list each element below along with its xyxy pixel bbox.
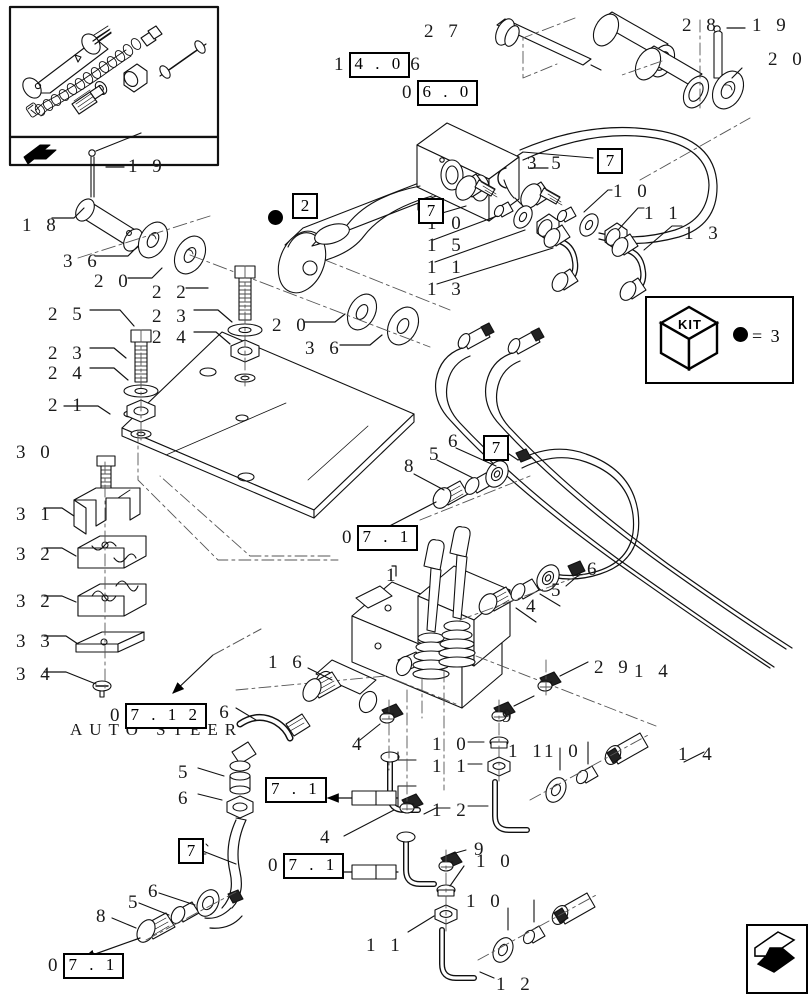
callout-c-10-e: 1 0 [476, 851, 515, 872]
callout-c-8-a: 8 [404, 456, 419, 477]
callout-c-14-b: 1 4 [678, 744, 717, 765]
reference-suffix: 6 [410, 54, 425, 76]
reference-prefix: 0 [110, 705, 125, 727]
callout-c-25: 2 5 [48, 304, 87, 325]
callout-c-5-a: 5 [429, 444, 444, 465]
reference-ref-07-1-b: 7 . 1 [265, 777, 327, 803]
callout-c-4-c: 4 [320, 827, 335, 848]
callout-c-23-b: 2 3 [48, 343, 87, 364]
callout-c-13-b: 1 3 [427, 279, 466, 300]
reference-code-box: 4 . 0 [348, 52, 411, 78]
callout-c-8-b: 8 [96, 906, 111, 927]
boxed-number-boxed-7-top-right: 7 [597, 148, 623, 174]
callout-c-29: 2 9 [594, 657, 633, 678]
callout-c-6-b: 6 [587, 559, 602, 580]
kit-legend-box [645, 296, 794, 384]
callout-c-36-b: 3 6 [305, 338, 344, 359]
callout-c-11-a: 1 1 [644, 203, 683, 224]
callout-c-15: 1 5 [427, 235, 466, 256]
reference-code-box: 7 . 1 [265, 777, 327, 803]
callout-c-33: 3 3 [16, 631, 55, 652]
callout-c-5-d: 5 [128, 892, 143, 913]
reference-prefix: 1 [334, 54, 349, 76]
reference-code-box: 7 . 1 2 [124, 703, 207, 729]
kit-indicator-dot-icon [268, 210, 283, 225]
callout-c-36-a: 3 6 [63, 251, 102, 272]
reference-code-box: 6 . 0 [416, 80, 479, 106]
callout-c-28: 2 8 [682, 15, 721, 36]
callout-c-10-d: 1 0 [544, 741, 583, 762]
callout-c-31: 3 1 [16, 504, 55, 525]
boxed-number-boxed-7-mid-left: 7 [418, 198, 444, 224]
callout-c-34: 3 4 [16, 664, 55, 685]
reference-code-box: 7 . 1 [62, 953, 125, 979]
callout-c-10-a: 1 0 [613, 181, 652, 202]
callout-c-10-c: 1 0 [432, 734, 471, 755]
callout-c-11-d: 1 1 [508, 741, 547, 762]
callout-c-12-a: 1 2 [432, 800, 471, 821]
callout-c-11-c: 1 1 [432, 756, 471, 777]
callout-c-20-b: 2 0 [272, 315, 311, 336]
callout-c-35: 3 5 [527, 153, 566, 174]
callout-c-27: 2 7 [424, 21, 463, 42]
reference-code-box: 7 . 1 [282, 853, 345, 879]
callout-c-11-b: 1 1 [427, 257, 466, 278]
callout-c-20-top: 2 0 [768, 49, 807, 70]
callout-c-32-b: 3 2 [16, 591, 55, 612]
callout-c-16: 1 6 [268, 652, 307, 673]
callout-c-13-a: 1 3 [684, 223, 723, 244]
callout-c-30: 3 0 [16, 442, 55, 463]
callout-c-14-a: 1 4 [634, 661, 673, 682]
reference-code-box: 7 . 1 [356, 525, 419, 551]
forward-arrow-icon [754, 931, 796, 973]
kit-cube-label: KIT [678, 317, 702, 332]
boxed-number-boxed-2: 2 [292, 193, 318, 219]
callout-c-21: 2 1 [48, 395, 87, 416]
callout-c-4-b: 4 [352, 734, 367, 755]
callout-c-20-a: 2 0 [94, 271, 133, 292]
callout-c-24-b: 2 4 [48, 363, 87, 384]
callout-c-24-a: 2 4 [152, 327, 191, 348]
kit-cube-icon [658, 305, 720, 372]
direction-arrow-box [746, 924, 808, 994]
callout-c-6-d: 6 [148, 881, 163, 902]
kit-legend-dot-icon [733, 327, 748, 342]
callout-c-1: 1 [386, 565, 401, 586]
reference-prefix: 0 [268, 855, 283, 877]
callout-c-5-b: 5 [551, 580, 566, 601]
callout-c-9-b: 9 [474, 839, 489, 860]
callout-c-11-e: 1 1 [366, 935, 405, 956]
reference-prefix: 0 [342, 527, 357, 549]
callout-c-4-a: 4 [526, 596, 541, 617]
callout-c-10-f: 1 0 [466, 891, 505, 912]
callout-c-23-a: 2 3 [152, 306, 191, 327]
callout-c-32-a: 3 2 [16, 544, 55, 565]
kit-legend-equals: = 3 [752, 326, 782, 346]
callout-c-6-a: 6 [448, 431, 463, 452]
callout-c-19-top: 1 9 [752, 15, 791, 36]
callout-c-9-a: 9 [502, 706, 517, 727]
callout-c-22: 2 2 [152, 282, 191, 303]
reference-prefix: 0 [402, 82, 417, 104]
reference-prefix: 0 [48, 955, 63, 977]
callout-c-19-left: 1 9 [128, 156, 167, 177]
callout-c-18: 1 8 [22, 215, 61, 236]
callout-c-12-b: 1 2 [496, 974, 535, 995]
callout-c-6-c: 6 [178, 788, 193, 809]
boxed-number-boxed-7-hose: 7 [483, 435, 509, 461]
boxed-number-boxed-7-lower: 7 [178, 838, 204, 864]
callout-c-5-c: 5 [178, 762, 193, 783]
